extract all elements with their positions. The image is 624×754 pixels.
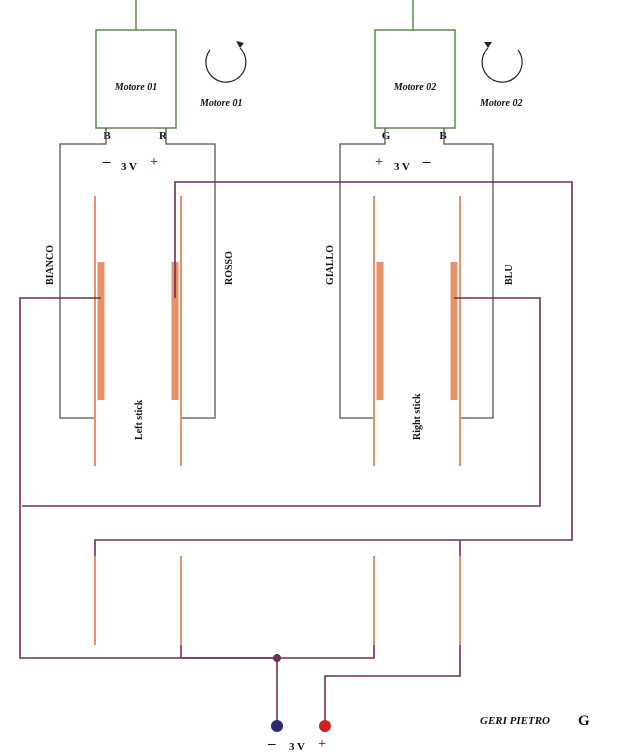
motor1-plus: + [150,155,158,170]
counterclockwise-arrow-icon [481,47,523,83]
motor-01-box [95,29,177,129]
arrowhead-icon [484,42,492,48]
motor2-minus: – [422,154,431,170]
wire-negative-left [19,297,277,659]
wire-positive-loop [94,181,573,560]
motor-01-terminal-r: R [159,130,168,142]
wire-bottom-mid [181,560,375,659]
label-right-stick: Right stick [412,393,423,440]
battery-minus: – [267,736,276,752]
motor-02-box-label: Motore 02 [393,82,437,93]
battery-voltage: 3 V [289,741,305,753]
wire-rosso [165,128,216,419]
arrowhead-icon [236,41,244,48]
battery-positive-terminal [319,720,331,732]
wire-bianco [59,128,107,419]
bottom-contacts [94,556,461,645]
label-giallo: GIALLO [325,245,336,285]
clockwise-arrow-icon [205,47,247,83]
battery-plus: + [318,737,326,752]
motor1-minus: – [102,154,111,170]
junction-dot [273,654,281,662]
motor-01-side-label: Motore 01 [199,98,243,109]
author-mark: G [578,713,590,729]
battery-negative-terminal [271,720,283,732]
motor-02-terminal-b: B [439,130,447,142]
motor-02-terminal-g: G [382,130,391,142]
wire-positive-out [324,540,461,722]
stick-contacts [94,196,461,466]
motor-02-side-label: Motore 02 [479,98,523,109]
motor-01-terminal-b: B [103,130,111,142]
motor-01: Motore 01 B R Motore 01 [95,29,247,142]
motor-01-box-label: Motore 01 [114,82,158,93]
motor2-plus: + [375,155,383,170]
motor-wiring [59,128,494,419]
label-blu: BLU [504,264,515,285]
motor2-voltage: 3 V [394,161,410,173]
motor-02-box [374,29,456,129]
label-left-stick: Left stick [134,399,145,440]
motor1-voltage: 3 V [121,161,137,173]
wire-giallo [339,128,386,419]
author-name: GERI PIETRO [480,715,550,727]
label-bianco: BIANCO [45,245,56,285]
label-rosso: ROSSO [224,251,235,285]
motor-02: Motore 02 G B Motore 02 [374,29,523,142]
wire-blu [443,128,494,419]
wire-negative-right [22,297,541,507]
